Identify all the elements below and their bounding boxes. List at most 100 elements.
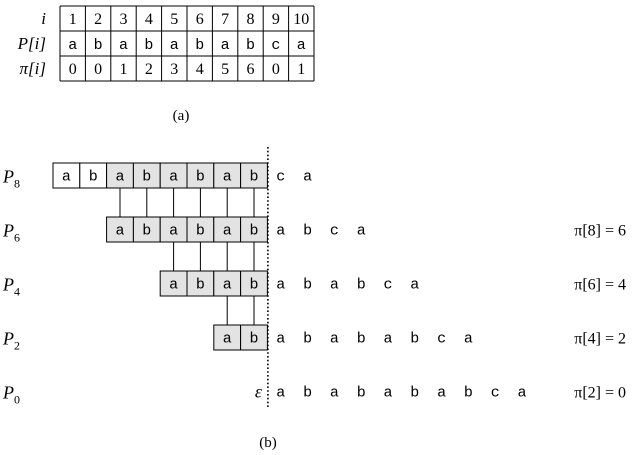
prefix-char: a [223,277,232,294]
prefix-char: a [115,169,124,186]
suffix-char: a [330,277,339,294]
table-cell: c [271,37,280,54]
table-cell: 1 [120,61,128,78]
suffix-char: a [276,223,285,240]
suffix-char: a [303,169,312,186]
suffix-char: a [383,385,392,402]
prefix-cell [240,216,268,243]
table-cell: 9 [272,11,280,28]
table-cell: a [297,37,306,54]
pattern-label-name: P [2,221,14,241]
prefix-char: a [62,169,71,186]
pattern-label-sub: 6 [14,231,20,245]
suffix-char: a [276,385,285,402]
table-cell: b [94,37,103,54]
prefix-cell [213,270,242,297]
prefix-char: b [249,331,258,348]
prefix-char: b [196,169,205,186]
table-cell: 0 [69,61,77,78]
table-cell: 3 [170,61,178,78]
prefix-char: a [169,223,178,240]
suffix-char: b [303,277,312,294]
table-cell: a [170,37,179,54]
suffix-char: b [410,385,419,402]
suffix-char: a [330,385,339,402]
prefix-char: b [196,223,205,240]
prefix-char: b [89,169,98,186]
pi-equation: π[6] = 4 [574,277,626,294]
suffix-char: b [410,331,419,348]
caption-b: (b) [259,435,277,451]
prefix-cell [106,162,134,189]
prefix-cell [186,216,215,243]
epsilon-label: ε [255,382,263,402]
caption-a: (a) [173,108,190,124]
prefix-char: b [142,223,151,240]
suffix-char: b [303,331,312,348]
pattern-label: P6 [2,221,20,245]
table-cell: 2 [145,61,153,78]
table-row-label: i [41,9,46,28]
suffix-char: c [383,277,392,294]
prefix-char: a [169,169,178,186]
suffix-char: a [276,277,285,294]
pattern-label-name: P [2,167,14,187]
prefix-cell [132,216,161,243]
suffix-char: a [330,331,339,348]
table-cell: b [246,37,255,54]
suffix-char: c [276,169,285,186]
prefix-char: b [249,223,258,240]
prefix-char: a [115,223,124,240]
table-cell: a [119,37,128,54]
suffix-char: c [491,385,500,402]
prefix-cell [132,162,161,189]
table-cell: b [195,37,204,54]
pattern-label-name: P [2,275,14,295]
pattern-label-name: P [2,329,14,349]
suffix-char: b [357,331,366,348]
suffix-char: a [383,331,392,348]
pattern-label-sub: 4 [14,285,20,299]
table-cell: 4 [196,61,204,78]
suffix-char: a [276,331,285,348]
table-cell: 10 [293,11,309,28]
prefix-cell [240,324,268,351]
suffix-char: a [437,385,446,402]
prefix-char: a [223,331,232,348]
prefix-char: b [249,169,258,186]
prefix-cell [52,162,81,189]
table-row-label: π[i] [20,59,46,78]
prefix-char: b [196,277,205,294]
table-cell: 4 [145,11,153,28]
table-cell: 0 [272,61,280,78]
table-cell: 8 [247,11,255,28]
suffix-char: b [464,385,473,402]
table-cell: 6 [247,61,255,78]
suffix-char: c [437,331,446,348]
table-cell: 0 [94,61,102,78]
pattern-label-sub: 2 [14,339,20,353]
prefix-cell [106,216,134,243]
pattern-label-name: P [2,383,14,403]
prefix-char: b [249,277,258,294]
suffix-char: b [303,223,312,240]
table-cell: 1 [297,61,305,78]
pattern-label-sub: 0 [14,393,20,407]
pattern-label-sub: 8 [14,177,20,191]
suffix-char: a [410,277,419,294]
suffix-char: c [330,223,339,240]
pi-equation: π[4] = 2 [574,331,626,348]
table-cell: 5 [170,11,178,28]
table-row-label: P[i] [17,34,46,53]
pattern-label: P0 [2,383,20,407]
suffix-char: b [357,385,366,402]
suffix-char: a [357,223,366,240]
table-cell: 2 [94,11,102,28]
suffix-char: a [464,331,473,348]
pi-equation: π[8] = 6 [574,223,626,240]
table-cell: 6 [196,11,204,28]
prefix-char: a [223,169,232,186]
prefix-char: a [169,277,178,294]
